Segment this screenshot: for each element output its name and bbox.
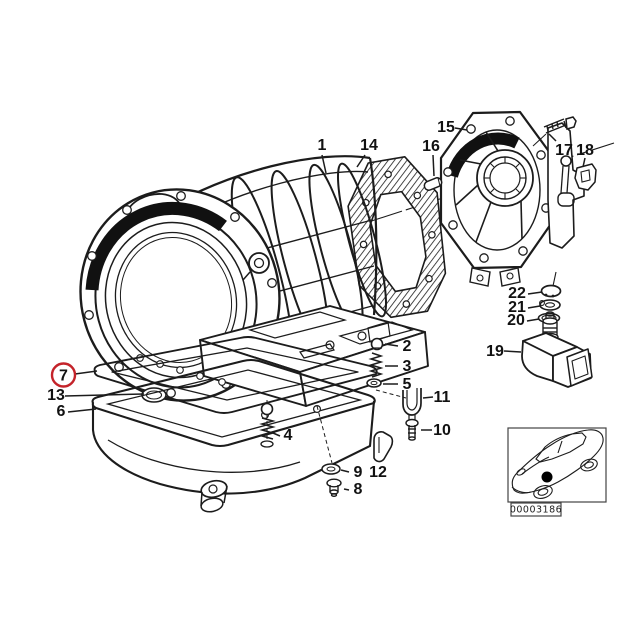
drain-plug-boss xyxy=(200,479,228,513)
part-18-bracket xyxy=(574,163,597,191)
location-marker-dot xyxy=(541,471,553,483)
callout-19[interactable]: 19 xyxy=(486,343,504,360)
callout-12[interactable]: 12 xyxy=(369,464,387,481)
callout-13[interactable]: 13 xyxy=(47,387,65,404)
image-code: 00003186 xyxy=(510,505,562,516)
callout-4[interactable]: 4 xyxy=(284,427,293,444)
part-8-plug xyxy=(326,478,342,498)
part-6-oil-pan xyxy=(91,358,376,513)
part-5-seal xyxy=(366,378,382,388)
callout-1[interactable]: 1 xyxy=(318,137,327,154)
part-2-check-ball xyxy=(370,337,384,351)
part-22-circlip xyxy=(540,271,562,298)
callout-16[interactable]: 16 xyxy=(422,138,440,155)
highlight-circle-callout-7 xyxy=(50,362,77,388)
part-10-bolt xyxy=(405,418,419,441)
callout-21[interactable]: 21 xyxy=(508,299,526,316)
callout-17[interactable]: 17 xyxy=(555,142,573,159)
leader-lines xyxy=(64,127,586,491)
callout-14[interactable]: 14 xyxy=(360,137,378,154)
car-icon xyxy=(511,429,604,499)
callout-20[interactable]: 20 xyxy=(507,312,525,329)
part-3-spring xyxy=(368,352,384,378)
part-12-clip xyxy=(373,431,394,463)
hub-splines xyxy=(484,157,526,199)
callout-5[interactable]: 5 xyxy=(403,376,412,393)
part-19-governor xyxy=(521,311,593,388)
part-1-transmission-case xyxy=(79,155,429,407)
callout-11[interactable]: 11 xyxy=(434,389,451,406)
callout-22[interactable]: 22 xyxy=(508,285,526,302)
callout-3[interactable]: 3 xyxy=(403,358,412,375)
callout-10[interactable]: 10 xyxy=(433,422,451,439)
cover-spokes xyxy=(455,131,523,243)
vehicle-thumbnail: 00003186 xyxy=(507,427,607,517)
callout-15[interactable]: 15 xyxy=(437,119,455,136)
bell-flange-bolt-holes xyxy=(84,191,277,398)
callout-8[interactable]: 8 xyxy=(354,481,363,498)
part-21-washer xyxy=(539,299,561,311)
callout-7[interactable]: 7 xyxy=(59,368,68,385)
part-16-pin xyxy=(423,177,443,191)
part-9-washer xyxy=(321,463,341,475)
part-4-detent-spring xyxy=(259,402,276,448)
callout-9[interactable]: 9 xyxy=(354,464,363,481)
callout-18[interactable]: 18 xyxy=(576,142,594,159)
part-15-rear-cover xyxy=(439,110,585,287)
image-code-box xyxy=(510,502,562,517)
callout-6[interactable]: 6 xyxy=(57,403,66,420)
callout-2[interactable]: 2 xyxy=(403,338,412,355)
part-17-bolt xyxy=(532,116,577,147)
part-14-gasket xyxy=(347,156,447,319)
